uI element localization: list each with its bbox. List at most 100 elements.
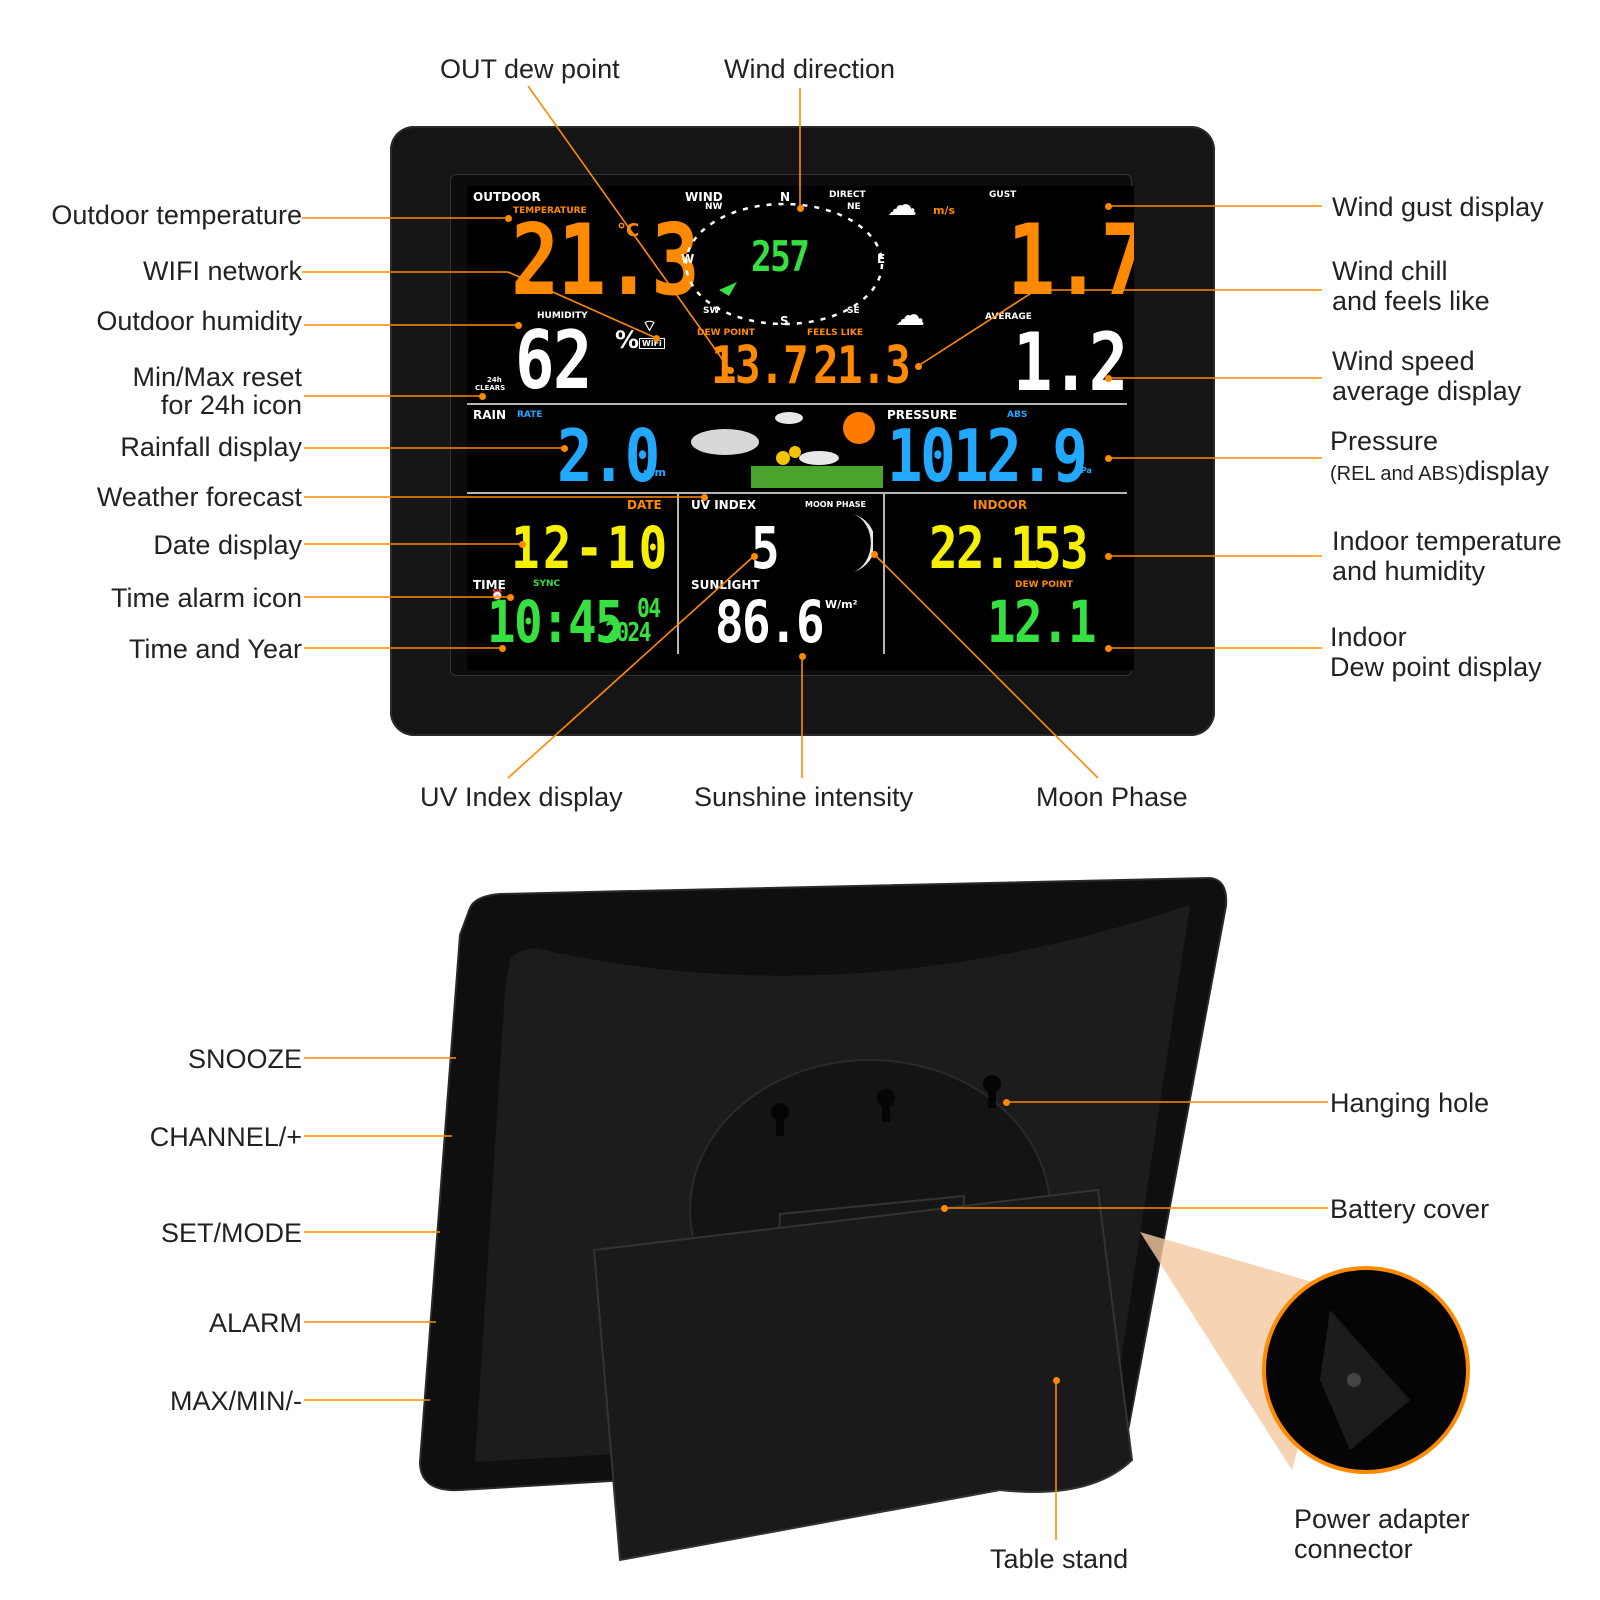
wind-compass bbox=[684, 202, 884, 326]
feels-like-value: 21.3 bbox=[813, 336, 911, 396]
humidity-percent: % bbox=[615, 326, 640, 354]
label-max-min: MAX/MIN/- bbox=[170, 1386, 302, 1416]
wind-label: WIND bbox=[685, 190, 723, 204]
label-wind-direction: Wind direction bbox=[724, 54, 896, 84]
label-time-and-year: Time and Year bbox=[128, 634, 302, 664]
label-uv-index-display: UV Index display bbox=[420, 782, 623, 812]
label-pressure-2b: display bbox=[1464, 456, 1549, 486]
callout-dot bbox=[507, 594, 514, 601]
average-label: AVERAGE bbox=[985, 312, 1032, 322]
label-pressure-2: (REL and ABS)display bbox=[1330, 456, 1549, 489]
date-label: DATE bbox=[627, 498, 662, 512]
callout-dot bbox=[1105, 375, 1112, 382]
sunlight-value: 86.6 bbox=[715, 588, 825, 656]
uv-index-value: 5 bbox=[751, 514, 780, 582]
compass-ne: NE bbox=[847, 202, 861, 212]
wifi-icon: ⌔ bbox=[642, 316, 658, 335]
moon-phase-icon bbox=[853, 514, 873, 572]
label-set-mode: SET/MODE bbox=[160, 1218, 302, 1248]
label-snooze: SNOOZE bbox=[187, 1044, 302, 1074]
compass-se: SE bbox=[847, 306, 860, 316]
label-channel: CHANNEL/+ bbox=[149, 1122, 302, 1152]
moon-phase-label: MOON PHASE bbox=[805, 500, 867, 509]
indoor-temperature-value: 22.1 bbox=[929, 514, 1039, 582]
wind-cloud-icon: ☁ bbox=[887, 188, 917, 223]
divider bbox=[467, 492, 1127, 494]
callout-dot bbox=[561, 445, 568, 452]
label-time-alarm-icon: Time alarm icon bbox=[110, 583, 302, 613]
direct-label: DIRECT bbox=[829, 190, 866, 200]
label-indoor-dew-1: Indoor bbox=[1330, 622, 1407, 652]
compass-nw: NW bbox=[705, 202, 723, 212]
callout-dot bbox=[799, 653, 806, 660]
label-out-dew-point: OUT dew point bbox=[440, 54, 620, 84]
label-moon-phase: Moon Phase bbox=[1036, 782, 1188, 812]
compass-e: E bbox=[877, 252, 886, 266]
label-min-max-reset-2: for 24h icon bbox=[160, 390, 302, 420]
label-pressure-1: Pressure bbox=[1330, 426, 1439, 456]
indoor-dew-label: DEW POINT bbox=[1015, 580, 1073, 590]
indoor-dew-value: 12.1 bbox=[987, 588, 1097, 656]
callout-dot bbox=[797, 205, 804, 212]
callout-dot bbox=[1003, 1099, 1010, 1106]
label-rainfall-display: Rainfall display bbox=[120, 432, 302, 462]
callout-dot bbox=[941, 1205, 948, 1212]
callout-dot bbox=[505, 215, 512, 222]
label-pressure-2a: (REL and ABS) bbox=[1330, 463, 1465, 485]
feels-like-label: FEELS LIKE bbox=[807, 328, 863, 338]
label-alarm: ALARM bbox=[208, 1308, 302, 1338]
label-table-stand: Table stand bbox=[990, 1544, 1129, 1574]
divider bbox=[467, 403, 1127, 405]
outdoor-label: OUTDOOR bbox=[473, 190, 541, 204]
compass-s: S bbox=[780, 314, 789, 328]
time-label: TIME bbox=[473, 578, 506, 592]
callout-dot bbox=[1105, 645, 1112, 652]
label-weather-forecast: Weather forecast bbox=[96, 482, 302, 512]
outdoor-humidity-value: 62 bbox=[515, 314, 592, 407]
wind-gust-value: 1.7 bbox=[1007, 204, 1134, 318]
callout-dot bbox=[1105, 553, 1112, 560]
abs-label: ABS bbox=[1007, 410, 1028, 420]
label-indoor-temp-1: Indoor temperature bbox=[1332, 526, 1562, 556]
label-wind-gust-display: Wind gust display bbox=[1332, 192, 1544, 222]
callout-dot bbox=[701, 494, 708, 501]
compass-w: W bbox=[681, 252, 695, 266]
label-battery-cover: Battery cover bbox=[1330, 1194, 1490, 1224]
callout-dot bbox=[653, 335, 660, 342]
label-date-display: Date display bbox=[153, 530, 302, 560]
divider bbox=[883, 494, 885, 654]
indoor-humidity-value: 53 bbox=[1033, 514, 1089, 582]
label-power-adapter-1: Power adapter bbox=[1294, 1504, 1470, 1534]
label-wifi-network: WIFI network bbox=[142, 256, 302, 286]
lcd-screen: OUTDOOR TEMPERATURE 21.3 °C HUMIDITY 62 … bbox=[467, 186, 1134, 670]
wind-chill-cloud-icon: ☁ bbox=[895, 298, 925, 333]
sunlight-unit: W/m² bbox=[825, 598, 858, 611]
clears-24h: 24h bbox=[487, 376, 502, 384]
label-wind-chill-2: and feels like bbox=[1332, 286, 1490, 316]
rain-label: RAIN bbox=[473, 408, 507, 422]
label-hanging-hole: Hanging hole bbox=[1330, 1088, 1490, 1118]
callout-dot bbox=[915, 363, 922, 370]
label-outdoor-humidity: Outdoor humidity bbox=[96, 306, 302, 336]
callout-dot bbox=[751, 553, 758, 560]
weather-forecast-icon bbox=[691, 412, 883, 488]
label-sunshine-intensity: Sunshine intensity bbox=[694, 782, 914, 812]
pressure-label: PRESSURE bbox=[887, 408, 958, 422]
rain-unit: mm bbox=[643, 466, 666, 479]
label-outdoor-temperature: Outdoor temperature bbox=[51, 200, 302, 230]
divider bbox=[677, 494, 679, 654]
date-value: 12-10 bbox=[511, 514, 671, 582]
callout-dot bbox=[499, 645, 506, 652]
clears-label: CLEARS bbox=[475, 384, 506, 392]
temperature-label: TEMPERATURE bbox=[513, 206, 587, 216]
humidity-label: HUMIDITY bbox=[537, 311, 588, 321]
indoor-label: INDOOR bbox=[973, 498, 1028, 512]
pressure-unit: hPa bbox=[1075, 466, 1092, 475]
label-min-max-reset-1: Min/Max reset bbox=[132, 362, 302, 392]
year-value: 2024 bbox=[605, 618, 651, 648]
callout-dot bbox=[1105, 455, 1112, 462]
callout-dot bbox=[1105, 203, 1112, 210]
rate-label: RATE bbox=[517, 410, 543, 420]
callout-dot bbox=[1053, 1377, 1060, 1384]
